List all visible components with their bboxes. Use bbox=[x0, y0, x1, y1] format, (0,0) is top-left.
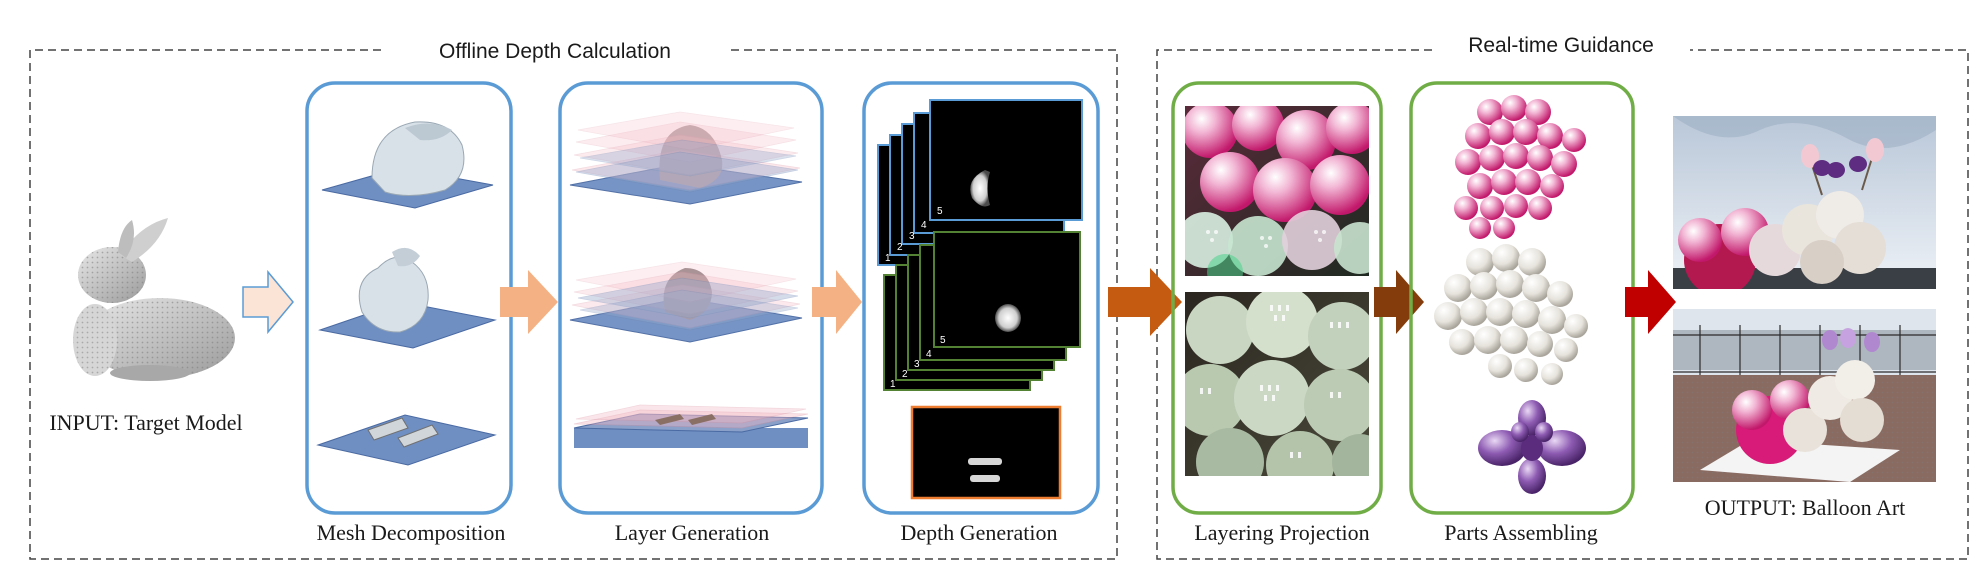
purple-balloon-part bbox=[1478, 400, 1586, 494]
input-bunny-model bbox=[73, 218, 235, 381]
mesh-decomposition-panel bbox=[305, 81, 513, 515]
frame-number: 2 bbox=[897, 242, 903, 253]
frame-number: 5 bbox=[940, 335, 946, 346]
parts-assembling-panel bbox=[1409, 81, 1635, 515]
frame-number: 5 bbox=[937, 206, 943, 217]
frame-number: 1 bbox=[885, 253, 891, 264]
frame-number: 1 bbox=[890, 379, 896, 390]
white-balloon-part bbox=[1434, 244, 1588, 385]
arrow-depth-to-projection bbox=[1108, 268, 1182, 336]
arrow-mesh-to-layer bbox=[500, 270, 558, 334]
depth-frame-bottom bbox=[910, 405, 1062, 500]
layering-projection-label: Layering Projection bbox=[1194, 520, 1369, 545]
frame-number: 3 bbox=[914, 359, 920, 370]
depth-generation-label: Depth Generation bbox=[901, 520, 1058, 545]
realtime-section: Real-time Guidance bbox=[1156, 34, 1969, 560]
frame-number: 2 bbox=[902, 369, 908, 380]
parts-assembling-label: Parts Assembling bbox=[1444, 520, 1597, 545]
output-label: OUTPUT: Balloon Art bbox=[1705, 495, 1906, 520]
pink-balloon-part bbox=[1454, 95, 1586, 239]
layer-generation-panel bbox=[558, 81, 824, 515]
mesh-decomposition-label: Mesh Decomposition bbox=[317, 520, 506, 545]
arrow-projection-to-assembling bbox=[1374, 270, 1424, 334]
layering-projection-panel bbox=[1171, 81, 1383, 515]
depth-stack-middle: 1 2 3 4 5 bbox=[883, 231, 1081, 391]
frame-number: 3 bbox=[909, 231, 915, 242]
output-photo-top bbox=[1673, 116, 1936, 289]
realtime-section-title: Real-time Guidance bbox=[1468, 34, 1654, 57]
depth-generation-panel: 1 2 3 4 5 1 2 3 4 5 bbox=[862, 81, 1100, 515]
output-photo-bottom bbox=[1673, 309, 1936, 482]
offline-section-title: Offline Depth Calculation bbox=[439, 40, 671, 63]
arrow-layer-to-depth bbox=[812, 270, 862, 334]
input-label: INPUT: Target Model bbox=[49, 410, 242, 435]
frame-number: 4 bbox=[921, 220, 927, 231]
arrow-assembling-to-output bbox=[1625, 270, 1676, 334]
arrow-input-to-mesh bbox=[242, 269, 294, 335]
layer-generation-label: Layer Generation bbox=[615, 520, 770, 545]
offline-section: Offline Depth Calculation bbox=[29, 40, 1118, 560]
frame-number: 4 bbox=[926, 349, 932, 360]
